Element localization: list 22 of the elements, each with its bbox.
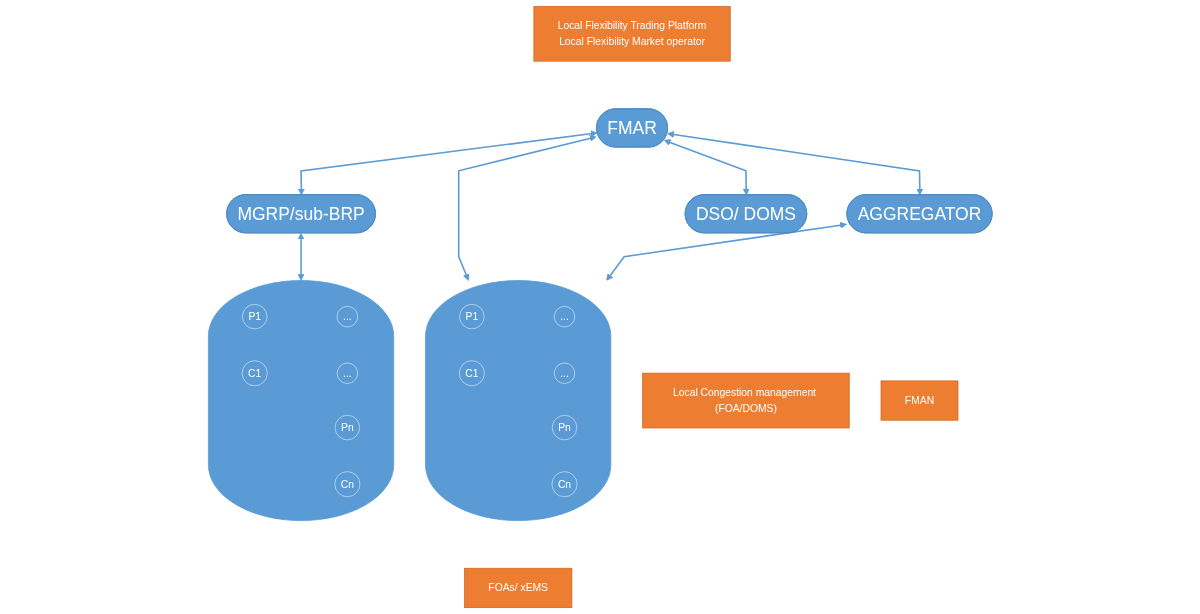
node-circle: C1	[241, 360, 268, 387]
node-circle: ...	[336, 305, 358, 328]
node-circle: P1	[241, 303, 268, 330]
arrow	[663, 139, 750, 196]
node-circle: P1	[458, 303, 485, 330]
node-circle: Cn	[551, 471, 578, 498]
node-box: FOAs/ xEMS	[463, 567, 573, 609]
node-box: FMAN	[880, 380, 959, 421]
node-circle: C1	[458, 360, 485, 387]
node-box: Local Flexibility Trading Platform Local Flexibility Market operator	[533, 5, 731, 62]
node-box: Local Congestion management (FOA/DOMS)	[642, 372, 850, 429]
node-circle: Pn	[551, 414, 577, 441]
node-circle: ...	[336, 362, 358, 384]
arrow	[297, 130, 598, 196]
arrow	[457, 134, 597, 281]
arrow	[297, 232, 305, 281]
node-circle: ...	[553, 362, 575, 384]
node-circle: Pn	[334, 414, 360, 441]
arrow	[606, 221, 847, 281]
node-circle: Cn	[334, 471, 361, 498]
arrow	[667, 131, 924, 196]
node-circle: ...	[553, 305, 575, 328]
